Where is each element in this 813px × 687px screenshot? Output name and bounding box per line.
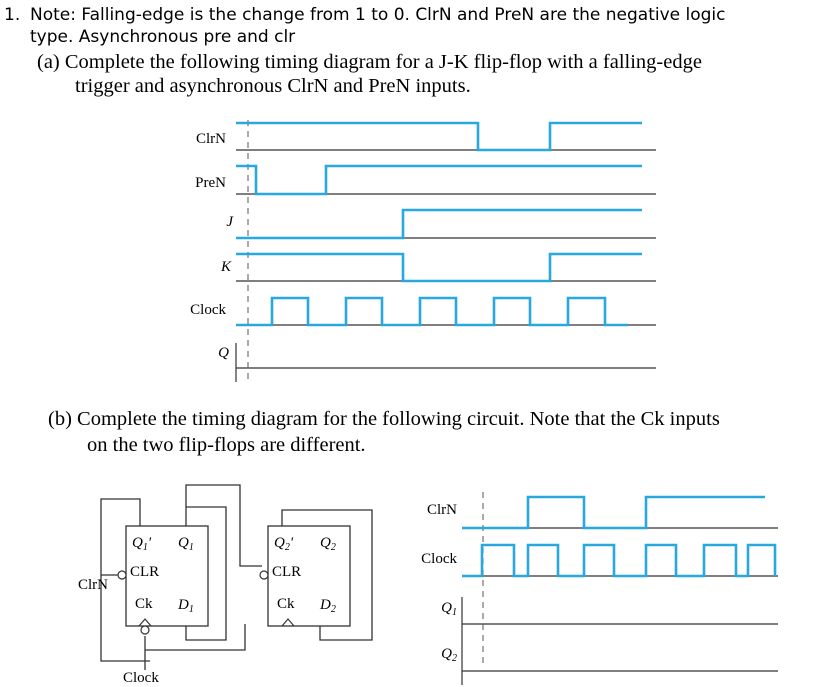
part-a-line-2: trigger and asynchronous ClrN and PreN i… bbox=[75, 75, 471, 97]
wave-k bbox=[236, 252, 642, 283]
ff2-ck-label: Ck bbox=[277, 596, 295, 612]
signal-label-j: J bbox=[226, 214, 233, 230]
question-number: 1. bbox=[4, 5, 21, 25]
part-a-line-1: (a) Complete the following timing diagra… bbox=[37, 51, 702, 73]
ff2-qbar-label: Q2′ bbox=[274, 535, 294, 553]
note-line-2: type. Asynchronous pre and clr bbox=[30, 27, 296, 47]
ff1-qbar-label: Q1′ bbox=[132, 535, 152, 553]
signal-label-b-q2: Q2 bbox=[441, 646, 457, 664]
wire-d1-loop bbox=[185, 506, 227, 641]
wave-b-clrn bbox=[462, 495, 765, 530]
circuit-clrn-label: ClrN bbox=[78, 577, 108, 593]
ff1-clr-label: CLR bbox=[130, 564, 160, 580]
wire-ff1-outer bbox=[100, 498, 150, 662]
signal-label-clrn: ClrN bbox=[196, 131, 226, 147]
ff2-d-label: D2 bbox=[320, 597, 336, 615]
note-line-1: Note: Falling-edge is the change from 1 … bbox=[30, 5, 726, 25]
signal-label-b-clrn: ClrN bbox=[427, 502, 457, 518]
signal-label-q: Q bbox=[218, 345, 229, 361]
waveforms-a bbox=[236, 121, 642, 327]
wave-pren bbox=[236, 164, 642, 196]
clr1-bubble bbox=[117, 570, 127, 580]
ck2-triangle bbox=[281, 618, 295, 627]
signal-label-b-q1: Q1 bbox=[441, 600, 457, 618]
ff1-d-label: D1 bbox=[178, 597, 194, 615]
wire-ck2 bbox=[145, 624, 246, 651]
part-b-line-1: (b) Complete the timing diagram for the … bbox=[48, 408, 720, 430]
wire-q1-to-clr2 bbox=[185, 484, 262, 567]
ck1-bubble bbox=[140, 625, 150, 635]
signal-label-k: K bbox=[220, 259, 231, 275]
waveforms-b bbox=[462, 495, 777, 578]
signal-label-b-clock: Clock bbox=[421, 551, 457, 567]
signal-label-pren: PreN bbox=[195, 175, 226, 191]
wave-j bbox=[236, 208, 642, 240]
signal-label-clock: Clock bbox=[190, 302, 226, 318]
wave-clrn bbox=[236, 121, 642, 152]
wave-b-clock bbox=[462, 543, 777, 578]
ff2-clr-label: CLR bbox=[272, 564, 302, 580]
wire-ff2-loop bbox=[281, 509, 373, 641]
ff1-q-label: Q1 bbox=[178, 535, 194, 553]
wave-clock bbox=[236, 296, 628, 327]
circuit-clock-label: Clock bbox=[123, 670, 159, 686]
part-b-line-2: on the two flip-flops are different. bbox=[87, 434, 366, 456]
ff1-ck-label: Ck bbox=[135, 596, 153, 612]
clr2-bubble bbox=[259, 570, 269, 580]
ff2-q-label: Q2 bbox=[320, 535, 336, 553]
ck1-triangle bbox=[138, 618, 152, 627]
